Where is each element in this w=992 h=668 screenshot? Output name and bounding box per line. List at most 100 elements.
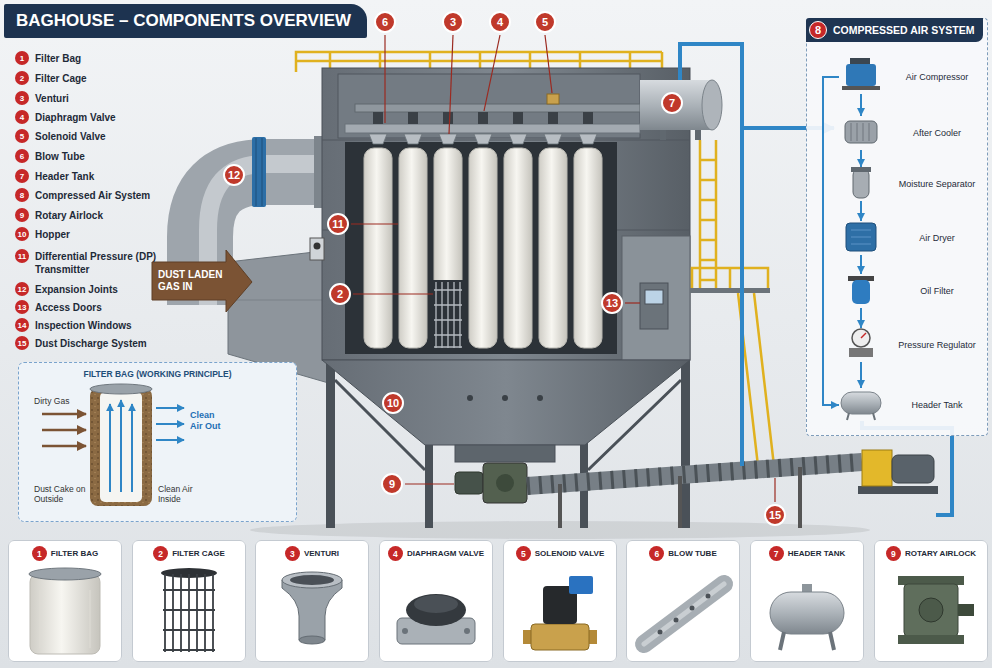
filter-cage-picture <box>163 574 215 652</box>
flow-arrow <box>860 308 862 328</box>
part-name: Filter Cage <box>35 72 163 85</box>
flow-arrow <box>860 201 862 221</box>
component-card: 9ROTARY AIRLOCK <box>874 540 988 662</box>
part-number: 10 <box>15 227 29 241</box>
header-tank <box>640 80 712 130</box>
callout-number: 7 <box>661 92 683 114</box>
stairs <box>692 140 774 466</box>
callout-number: 8 <box>809 21 827 39</box>
part-name: Access Doors <box>35 301 163 314</box>
flow-label: DUST LADEN GAS IN <box>158 269 228 293</box>
hopper <box>537 395 543 401</box>
part-number: 8 <box>15 188 29 202</box>
expansion-joint <box>252 137 266 207</box>
flow-arrow <box>860 94 862 116</box>
label-area: Moisture Separator <box>887 167 987 201</box>
part-number: 14 <box>15 318 29 332</box>
working-principle-bag <box>42 414 86 446</box>
compressed-air-icons <box>851 230 871 244</box>
diaphragm-valve-picture <box>406 594 466 626</box>
access-door <box>622 236 690 360</box>
drive-motor <box>892 455 934 483</box>
node-text: FILTER BAG (WORKING PRINCIPLE) <box>19 369 296 379</box>
venturis <box>369 134 597 144</box>
venturi-picture <box>282 572 342 644</box>
component-card: 5SOLENOID VALVE <box>503 540 617 662</box>
rotary-airlock-picture <box>919 598 943 622</box>
header-tank-picture <box>770 592 844 634</box>
filter-bags <box>469 148 497 348</box>
callout-leaders <box>353 293 433 294</box>
annotation: Dust Cake on Outside <box>34 484 88 504</box>
filter-cage <box>433 280 463 350</box>
hopper <box>322 360 690 462</box>
part-name: Hopper <box>35 228 163 241</box>
annotation: Dirty Gas <box>34 396 94 406</box>
diaphragm-valve-picture <box>397 594 475 644</box>
callout-leaders <box>545 35 552 93</box>
working-principle-bag <box>156 423 184 425</box>
blow-tube-picture <box>706 594 711 599</box>
card-header: 1FILTER BAG <box>9 546 121 561</box>
housing <box>322 68 690 360</box>
venturi-picture <box>282 580 342 640</box>
component-box: Pressure Regulator <box>839 328 987 362</box>
card-backgrounds <box>626 540 740 662</box>
part-number: 9 <box>15 208 29 222</box>
access-door <box>640 283 668 329</box>
inlet-duct <box>228 300 332 301</box>
callout-leaders <box>625 302 640 303</box>
callout-number: 9 <box>381 473 403 495</box>
component-box: Air Compressor <box>839 60 987 94</box>
card-backgrounds <box>750 540 864 662</box>
diaphragm-valves <box>478 112 488 124</box>
housing <box>345 142 617 354</box>
component-card: 3VENTURI <box>255 540 369 662</box>
blow-tube-picture <box>644 584 724 644</box>
part-name: Expansion Joints <box>35 283 163 296</box>
header-tank-picture <box>780 632 834 650</box>
expansion-joint <box>256 138 262 206</box>
compressed-air-icons <box>845 121 877 143</box>
working-principle-bag <box>42 413 86 416</box>
annotation: Clean Air Out <box>190 410 228 432</box>
callout-number: 2 <box>329 283 351 305</box>
housing <box>338 74 640 138</box>
callout-number: 12 <box>223 164 245 186</box>
label-area: Pressure Regulator <box>887 328 987 362</box>
blow-tube-picture <box>674 618 679 623</box>
card-header: 2FILTER CAGE <box>133 546 245 561</box>
card-backgrounds <box>874 540 988 662</box>
working-principle-bag <box>110 400 132 492</box>
diaphragm-valves <box>513 112 523 124</box>
screw-conveyor <box>527 462 862 486</box>
blow-tube-picture <box>644 584 724 644</box>
card-header: 3VENTURI <box>256 546 368 561</box>
callout-number: 4 <box>489 11 511 33</box>
annotation: Clean Air Inside <box>158 484 208 504</box>
compressed-air-icons <box>846 64 876 86</box>
component-box: Air Dryer <box>839 221 987 255</box>
compressed-air-icons <box>841 392 881 414</box>
diaphragm-valves <box>373 112 593 124</box>
compressed-air-icons <box>841 58 881 420</box>
flow-arrow <box>860 150 862 167</box>
compressed-air-icons <box>851 123 869 141</box>
filter-cage <box>434 282 462 348</box>
filter-cage-picture <box>161 568 217 652</box>
header-tank <box>660 130 666 140</box>
filter-bags <box>504 148 532 348</box>
compressed-air-icons <box>852 280 870 304</box>
card-backgrounds <box>503 540 617 662</box>
callout-number: 2 <box>153 546 168 561</box>
node-text: COMPRESSED AIR SYSTEM <box>833 24 974 36</box>
component-card: 6BLOW TUBE <box>626 540 740 662</box>
solenoid-valve-picture <box>523 576 597 650</box>
callout-number: 6 <box>649 546 664 561</box>
card-backgrounds <box>255 540 369 662</box>
callout-number: 13 <box>601 292 623 314</box>
filter-bags <box>364 148 602 348</box>
